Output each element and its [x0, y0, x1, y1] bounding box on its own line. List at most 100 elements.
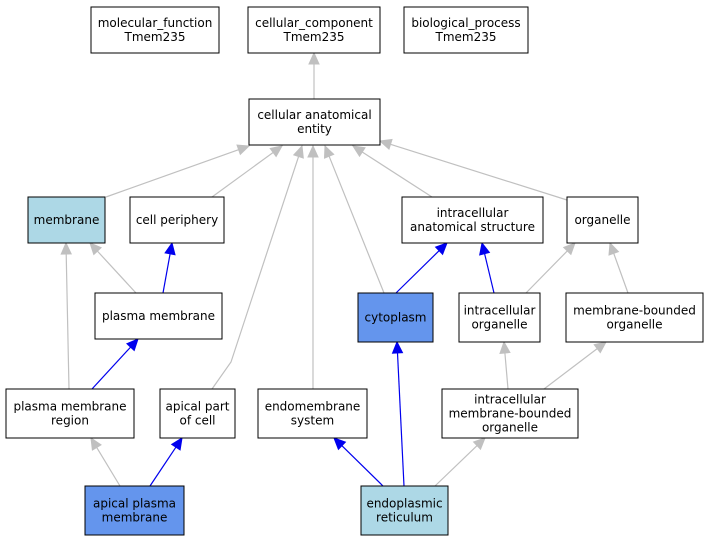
node-label: endomembrane	[265, 400, 361, 414]
edge-organelle-to-cellular_anatomical_entity	[378, 138, 568, 201]
arrowhead-icon	[292, 144, 304, 159]
node-label: cellular_component	[255, 16, 373, 30]
edge-membrane-to-cellular_anatomical_entity	[105, 144, 251, 198]
node-organelle[interactable]: organelle	[566, 196, 639, 244]
node-label: Tmem235	[435, 30, 497, 44]
node-box	[248, 98, 381, 146]
edge-plasma_membrane-to-cell_periphery	[162, 241, 176, 294]
node-label: plasma membrane	[102, 309, 215, 323]
edge-line	[162, 253, 171, 294]
node-label: membrane-bounded	[449, 407, 572, 421]
node-box	[84, 485, 185, 536]
node-box	[403, 6, 529, 54]
arrowhead-icon	[391, 340, 404, 354]
node-box	[159, 388, 236, 439]
node-label: Tmem235	[283, 30, 345, 44]
node-box	[247, 6, 381, 54]
arrowhead-icon	[236, 144, 251, 156]
edge-line	[395, 250, 440, 294]
node-label: apical plasma	[93, 497, 176, 511]
edge-line	[341, 445, 384, 487]
node-box	[94, 292, 223, 340]
edge-intracellular_organelle-to-intracellular_anatomical_structure	[479, 241, 495, 294]
node-box	[360, 485, 449, 536]
arrowhead-icon	[378, 138, 393, 150]
edge-line	[91, 346, 132, 390]
edge-cell_periphery-to-cellular_anatomical_entity	[211, 145, 283, 198]
node-box	[566, 196, 639, 244]
edge-line	[149, 446, 177, 487]
edge-apical_part_of_cell-to-cellular_anatomical_entity	[211, 144, 304, 390]
edge-line	[105, 149, 239, 198]
edge-intracellular_membrane_bounded_organelle-to-membrane_bounded_organelle	[543, 341, 607, 390]
node-cell-periphery[interactable]: cell periphery	[129, 196, 225, 244]
edge-intracellular_organelle-to-organelle	[525, 242, 576, 294]
node-box	[458, 292, 541, 343]
arrowhead-icon	[90, 436, 102, 451]
edge-apical_plasma_membrane-to-apical_part_of_cell	[149, 436, 183, 487]
node-label: cell periphery	[136, 213, 218, 227]
edge-plasma_membrane-to-membrane	[89, 242, 137, 294]
edge-line	[525, 250, 568, 294]
edge-cytoplasm-to-cellular_anatomical_entity	[323, 144, 385, 294]
node-label: biological_process	[411, 16, 520, 30]
node-label: cellular anatomical	[257, 108, 371, 122]
node-box	[357, 292, 434, 343]
node-label: reticulum	[376, 511, 433, 525]
edge-line	[484, 253, 495, 294]
edge-line	[361, 151, 433, 198]
edge-line	[96, 447, 121, 487]
edge-endoplasmic_reticulum-to-endomembrane_system	[333, 437, 384, 487]
edge-line	[211, 152, 274, 198]
node-cytoplasm[interactable]: cytoplasm	[357, 292, 434, 343]
arrowhead-icon	[170, 436, 183, 451]
node-label: endoplasmic	[366, 497, 442, 511]
arrowhead-icon	[269, 145, 283, 158]
edge-line	[396, 352, 405, 487]
node-label: system	[291, 414, 334, 428]
node-label: intracellular	[437, 206, 509, 220]
node-label: cytoplasm	[365, 311, 427, 325]
arrowhead-icon	[562, 242, 576, 256]
node-box	[129, 196, 225, 244]
node-label: organelle	[606, 318, 662, 332]
node-label: plasma membrane	[13, 400, 126, 414]
edge-membrane_bounded_organelle-to-organelle	[608, 241, 629, 294]
nodes-layer: molecular_functionTmem235cellular_compon…	[5, 6, 704, 536]
node-label: membrane	[34, 213, 100, 227]
arrowhead-icon	[333, 437, 347, 451]
node-label: organelle	[574, 213, 630, 227]
node-label: organelle	[482, 421, 538, 435]
arrowhead-icon	[351, 145, 366, 158]
arrowhead-icon	[164, 241, 176, 256]
node-box	[90, 6, 220, 54]
edge-intracellular_anatomical_structure-to-cellular_anatomical_entity	[351, 145, 433, 198]
edge-line	[504, 352, 509, 390]
arrowhead-icon	[593, 341, 607, 354]
edge-plasma_membrane_region-to-membrane	[60, 241, 72, 390]
node-label: molecular_function	[98, 16, 213, 30]
edge-endoplasmic_reticulum-to-cytoplasm	[391, 340, 405, 487]
arrowhead-icon	[608, 241, 620, 256]
node-membrane[interactable]: membrane	[27, 196, 106, 244]
node-plasma-membrane[interactable]: plasma membrane	[94, 292, 223, 340]
node-label: region	[51, 414, 89, 428]
arrowhead-icon	[499, 340, 511, 354]
edge-cytoplasm-to-intracellular_anatomical_structure	[395, 242, 448, 294]
node-label: membrane-bounded	[573, 304, 696, 318]
node-box	[5, 388, 135, 439]
